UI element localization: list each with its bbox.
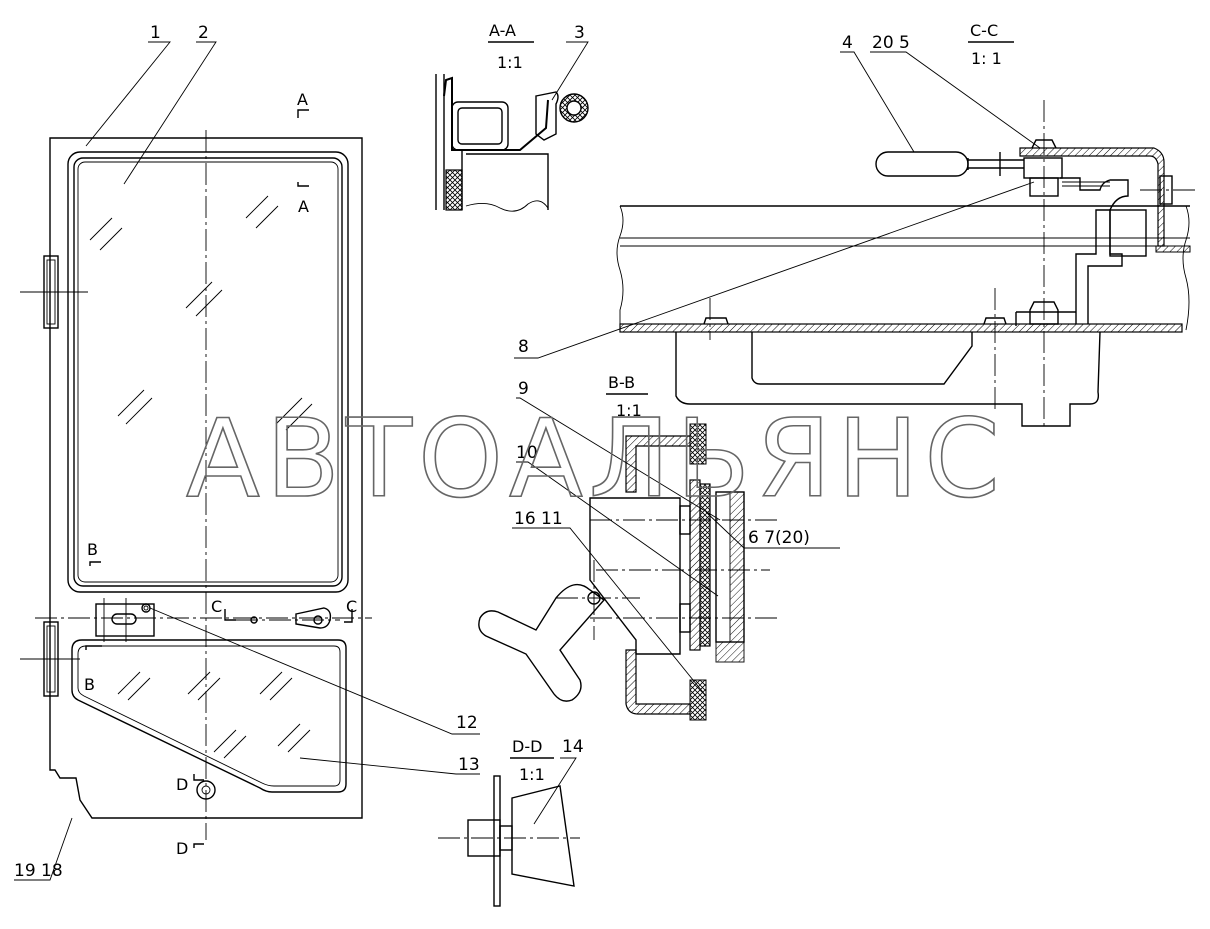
door-front-view xyxy=(20,109,372,848)
view-mark-b-bot: B xyxy=(84,675,95,694)
section-c-c-name: C-C xyxy=(970,21,998,40)
leader-lines xyxy=(14,41,1041,881)
callout-19-18: 19 18 xyxy=(14,861,63,881)
watermark-text: АВТОАЛЬЯНС xyxy=(186,397,1006,522)
section-b-b-scale: 1:1 xyxy=(616,401,642,420)
callout-3: 3 xyxy=(574,23,585,43)
section-b-b-name: B-B xyxy=(608,373,635,392)
section-c-c xyxy=(616,41,1196,430)
view-mark-c-right: C xyxy=(346,597,357,616)
section-b-b xyxy=(478,393,780,721)
section-a-a-name: A-A xyxy=(489,21,516,40)
callout-2: 2 xyxy=(198,23,209,43)
callout-12: 12 xyxy=(456,713,478,733)
callout-13: 13 xyxy=(458,755,480,775)
callout-14: 14 xyxy=(562,737,584,757)
view-mark-d-top: D xyxy=(176,775,188,794)
callout-6-7-20: 6 7(20) xyxy=(748,528,810,548)
view-mark-b-top: B xyxy=(87,540,98,559)
callout-20-5: 20 5 xyxy=(872,33,910,53)
callout-10: 10 xyxy=(516,443,538,463)
section-d-d xyxy=(438,757,580,907)
view-mark-a-mid: A xyxy=(298,197,309,216)
section-c-c-scale: 1: 1 xyxy=(971,49,1002,68)
callout-16-11: 16 11 xyxy=(514,509,563,529)
callout-9: 9 xyxy=(518,379,529,399)
view-mark-d-bot: D xyxy=(176,839,188,858)
section-a-a xyxy=(435,41,589,212)
callout-8: 8 xyxy=(518,337,529,357)
section-d-d-name: D-D xyxy=(512,737,542,756)
view-mark-a-top: A xyxy=(297,90,308,109)
callout-1: 1 xyxy=(150,23,161,43)
section-d-d-scale: 1:1 xyxy=(519,765,545,784)
callout-4: 4 xyxy=(842,33,853,53)
section-a-a-scale: 1:1 xyxy=(497,53,523,72)
view-mark-c-left: C xyxy=(211,597,222,616)
